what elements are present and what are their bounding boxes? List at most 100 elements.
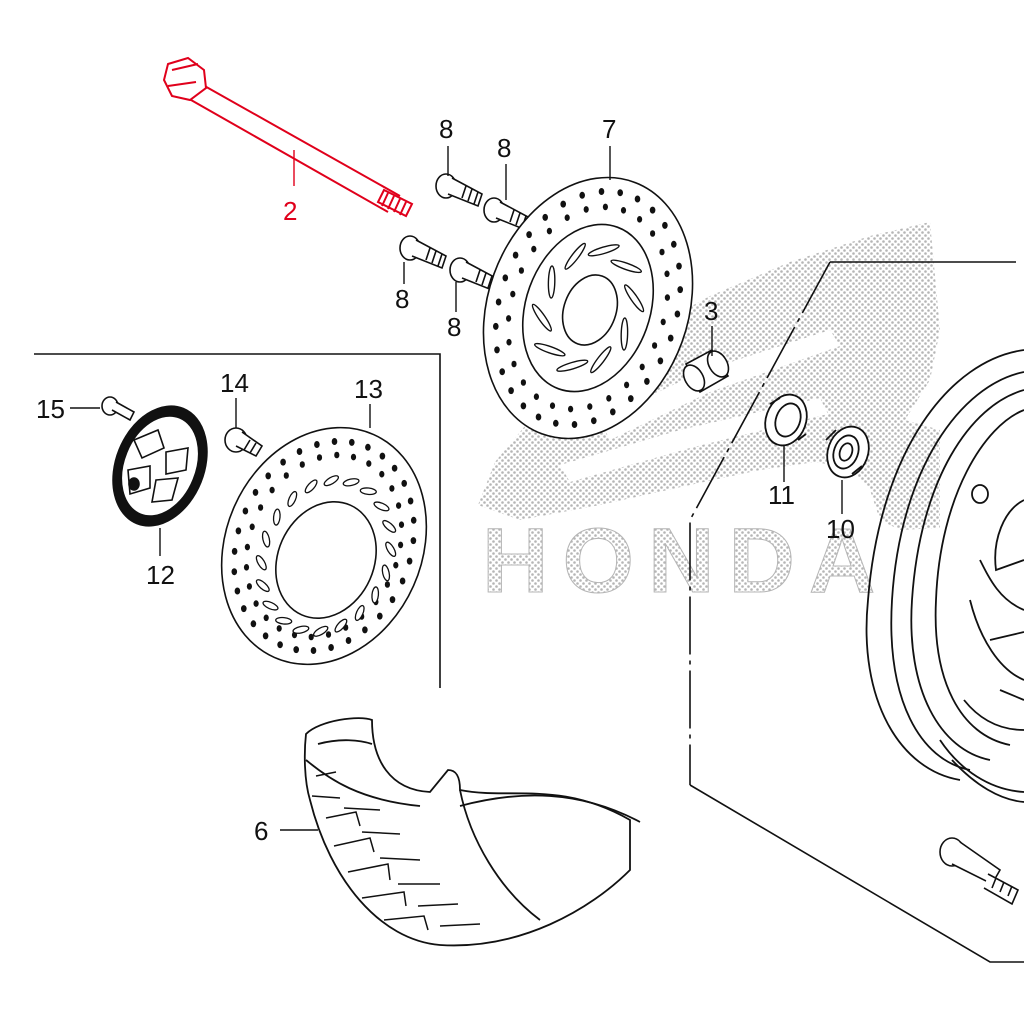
vent-hole [591, 417, 597, 425]
vent-hole [531, 245, 537, 253]
vent-hole [377, 612, 383, 620]
vent-hole [606, 395, 612, 402]
callout-11[interactable]: 11 [768, 480, 795, 510]
callout-15[interactable]: 15 [36, 394, 65, 424]
wheel-outer-rim [865, 349, 1024, 781]
vent-hole [398, 521, 405, 528]
disc-13-cooling-slots [255, 475, 397, 637]
axle-shaft-part-2[interactable] [162, 56, 414, 218]
cooling-slot [342, 478, 360, 487]
spacer-collar-part-3[interactable] [679, 347, 733, 394]
vent-hole [583, 206, 589, 213]
bolt-8-d[interactable] [449, 257, 497, 292]
callout-8a[interactable]: 8 [439, 114, 453, 144]
vent-hole [676, 262, 682, 270]
vent-hole [506, 315, 512, 322]
vent-hole [379, 452, 386, 460]
vent-hole [649, 206, 656, 214]
screw-part-15[interactable] [101, 396, 136, 422]
vent-hole [366, 460, 372, 467]
cooling-slot [382, 519, 397, 533]
vent-hole [493, 322, 499, 330]
bolt-8-c[interactable] [399, 235, 447, 270]
callout-6[interactable]: 6 [254, 816, 268, 846]
callout-2[interactable]: 2 [283, 196, 297, 226]
vent-hole [231, 568, 238, 576]
callout-8c[interactable]: 8 [395, 284, 409, 314]
vent-hole [249, 523, 255, 531]
cooling-slot [623, 284, 645, 313]
cover-plate-part-12[interactable] [96, 392, 224, 540]
vent-hole [512, 251, 519, 259]
vent-hole [510, 290, 516, 298]
vent-hole [407, 497, 414, 505]
cooling-slot [334, 618, 348, 633]
cooling-slot [255, 554, 267, 571]
vent-hole [526, 231, 532, 239]
axle-shaft-body [183, 79, 401, 213]
callout-labels: 2 8 8 8 8 7 3 11 10 15 14 13 12 6 [36, 114, 855, 846]
vent-hole [677, 286, 683, 294]
vent-hole [652, 342, 658, 349]
vent-hole [235, 527, 242, 535]
vent-hole [391, 464, 398, 472]
vent-hole [389, 485, 395, 492]
callout-8d[interactable]: 8 [447, 312, 461, 342]
cooling-slot [547, 265, 556, 299]
brake-disc-part-7[interactable] [448, 148, 728, 468]
cooling-slot [304, 479, 318, 494]
bearing-part-10[interactable] [820, 421, 875, 484]
bolt-8-a[interactable] [435, 173, 483, 208]
vent-hole [334, 451, 340, 459]
vent-hole [396, 502, 402, 509]
inset-frame-line [34, 353, 441, 688]
axle-thread-lines [381, 192, 407, 216]
vent-hole [389, 596, 396, 604]
callout-8b[interactable]: 8 [497, 133, 511, 163]
vent-hole [549, 402, 556, 410]
cooling-slot [564, 242, 586, 270]
callout-14[interactable]: 14 [220, 368, 249, 398]
vent-hole [542, 213, 548, 221]
cooling-slot [381, 564, 391, 582]
vent-hole [349, 438, 355, 446]
callout-13[interactable]: 13 [354, 374, 383, 404]
vent-hole [587, 403, 593, 410]
honda-wing-feather-2 [560, 398, 828, 482]
vent-hole [316, 454, 323, 461]
vent-hole [564, 214, 570, 221]
brake-disc-part-13[interactable] [185, 395, 463, 698]
vent-hole [399, 577, 406, 585]
vent-hole [328, 644, 334, 651]
vent-hole [495, 298, 502, 306]
vent-hole [667, 334, 674, 342]
cooling-slot [292, 625, 310, 634]
callout-12[interactable]: 12 [146, 560, 175, 590]
vent-hole [546, 227, 553, 235]
vent-hole [506, 338, 512, 346]
bolt-8-b[interactable] [483, 197, 531, 232]
dust-seal-part-11[interactable] [758, 389, 813, 452]
tire-part-6[interactable] [303, 717, 641, 947]
vent-hole [579, 191, 585, 199]
axle-thread [376, 188, 414, 218]
vent-hole [258, 504, 264, 511]
wheel-rim-lip-2 [910, 389, 1024, 761]
vent-hole [520, 402, 527, 410]
wheel-rim[interactable] [865, 349, 1024, 803]
vent-hole [244, 543, 250, 551]
vent-hole [283, 472, 289, 479]
callout-3[interactable]: 3 [704, 296, 718, 326]
callout-10[interactable]: 10 [826, 514, 855, 544]
cooling-slot [590, 346, 612, 374]
valve-stem[interactable] [939, 837, 1020, 906]
disc-13-hub-hole [275, 501, 377, 619]
cooling-slot [610, 259, 643, 274]
vent-hole [664, 270, 670, 278]
disc-bolts-part-8[interactable] [399, 173, 531, 292]
vent-hole [263, 614, 269, 622]
cooling-slot [556, 359, 589, 372]
bolt-part-14[interactable] [224, 427, 264, 458]
callout-7[interactable]: 7 [602, 114, 616, 144]
